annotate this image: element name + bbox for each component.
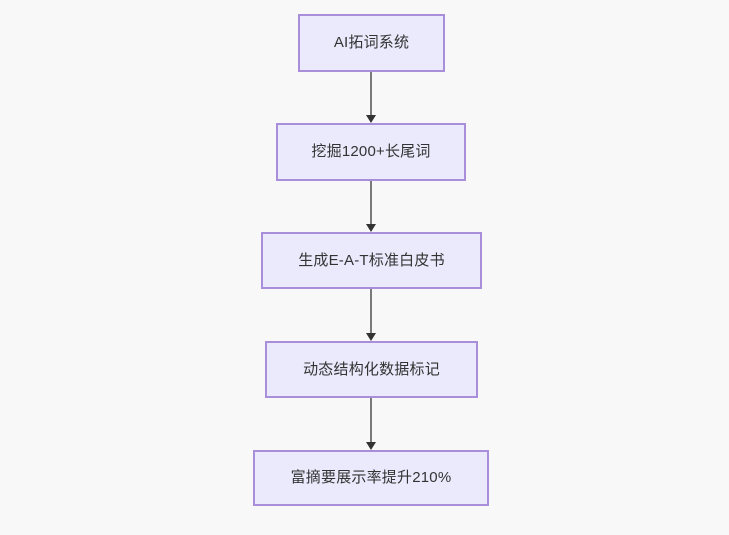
connector-node2-node3 <box>361 181 381 232</box>
flow-node-rich-snippet-impression-lift[interactable]: 富摘要展示率提升210% <box>253 450 489 506</box>
connector-node1-node2 <box>361 72 381 123</box>
connector-line <box>370 398 372 442</box>
flow-node-label: 动态结构化数据标记 <box>303 360 440 378</box>
flow-node-label: 富摘要展示率提升210% <box>290 469 452 486</box>
flow-node-label: 生成E-A-T标准白皮书 <box>298 251 445 269</box>
flow-node-mine-longtail-keywords[interactable]: 挖掘1200+长尾词 <box>276 123 466 181</box>
connector-line <box>370 289 372 333</box>
flow-node-ai-keyword-system[interactable]: AI拓词系统 <box>298 14 445 72</box>
connector-line <box>370 181 372 224</box>
connector-line <box>370 72 372 115</box>
flow-node-generate-eat-whitepaper[interactable]: 生成E-A-T标准白皮书 <box>261 232 482 289</box>
flow-node-label: AI拓词系统 <box>333 34 410 51</box>
connector-node4-node5 <box>361 398 381 450</box>
arrowhead-icon <box>366 333 376 341</box>
flow-node-dynamic-structured-data-markup[interactable]: 动态结构化数据标记 <box>265 341 478 398</box>
arrowhead-icon <box>366 115 376 123</box>
flow-node-label: 挖掘1200+长尾词 <box>311 143 431 160</box>
arrowhead-icon <box>366 442 376 450</box>
arrowhead-icon <box>366 224 376 232</box>
connector-node3-node4 <box>361 289 381 341</box>
